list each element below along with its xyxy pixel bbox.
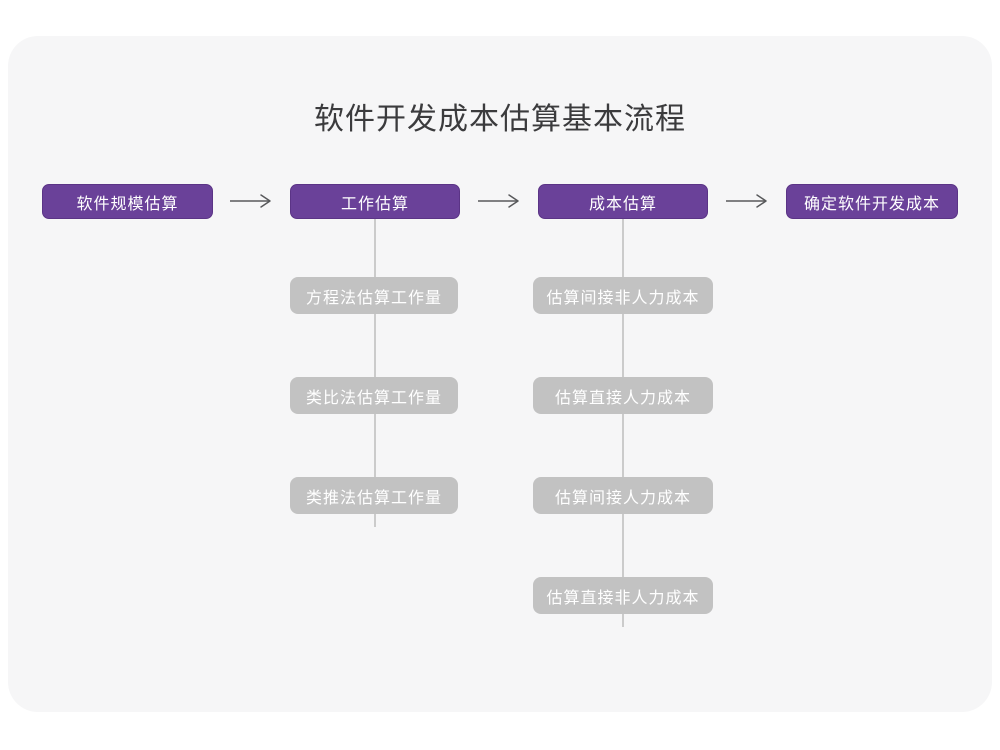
node-label: 类比法估算工作量 bbox=[305, 389, 442, 407]
node-software-scale-estimation: 软件规模估算 bbox=[42, 184, 213, 219]
node-label: 估算间接人力成本 bbox=[554, 489, 691, 507]
node-cost-estimation: 成本估算 bbox=[538, 184, 708, 219]
connector-line-cost bbox=[622, 219, 624, 627]
node-work-estimation: 工作估算 bbox=[290, 184, 460, 219]
node-label: 确定软件开发成本 bbox=[803, 195, 940, 213]
node-label: 成本估算 bbox=[588, 195, 657, 213]
node-label: 软件规模估算 bbox=[76, 195, 179, 213]
node-indirect-labor-cost: 估算间接人力成本 bbox=[533, 477, 713, 514]
node-label: 估算间接非人力成本 bbox=[546, 289, 700, 307]
connector-line-work bbox=[374, 219, 376, 527]
diagram-title: 软件开发成本估算基本流程 bbox=[314, 103, 686, 136]
node-extrapolation-method: 类推法估算工作量 bbox=[290, 477, 458, 514]
node-equation-method: 方程法估算工作量 bbox=[290, 277, 458, 314]
right-arrow-icon bbox=[229, 193, 273, 209]
node-direct-non-labor-cost: 估算直接非人力成本 bbox=[533, 577, 713, 614]
node-label: 估算直接人力成本 bbox=[554, 389, 691, 407]
node-determine-development-cost: 确定软件开发成本 bbox=[786, 184, 958, 219]
diagram-card: 软件开发成本估算基本流程 软件规模估算 工作估算 成本估算 bbox=[8, 36, 992, 712]
right-arrow-icon bbox=[725, 193, 769, 209]
right-arrow-icon bbox=[477, 193, 521, 209]
node-analogy-method: 类比法估算工作量 bbox=[290, 377, 458, 414]
node-label: 工作估算 bbox=[340, 195, 409, 213]
node-label: 类推法估算工作量 bbox=[305, 489, 442, 507]
node-label: 估算直接非人力成本 bbox=[546, 589, 700, 607]
node-indirect-non-labor-cost: 估算间接非人力成本 bbox=[533, 277, 713, 314]
node-direct-labor-cost: 估算直接人力成本 bbox=[533, 377, 713, 414]
node-label: 方程法估算工作量 bbox=[305, 289, 442, 307]
